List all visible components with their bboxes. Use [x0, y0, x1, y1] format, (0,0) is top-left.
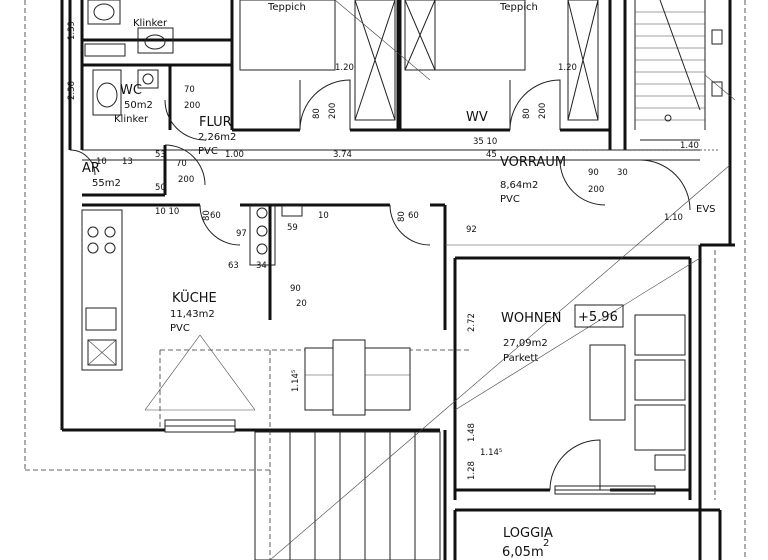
dim-50: 50 [155, 183, 166, 193]
dim-200e: 200 [178, 175, 194, 185]
dim-1-40: 1.40 [680, 141, 699, 151]
dim-13: 13 [122, 157, 133, 167]
dim-1-20a: 1.20 [335, 63, 354, 73]
loggia-name: LOGGIA [503, 526, 553, 541]
dim-10-10: 10 10 [155, 207, 179, 217]
dim-1-00: 1.00 [225, 150, 244, 160]
bad-floor: Klinker [133, 18, 168, 29]
dim-80a: 80 [312, 108, 322, 119]
dim-60a: 60 [210, 211, 221, 221]
dim-70a: 70 [184, 85, 195, 95]
staircase [634, 0, 736, 141]
vorraum-name: VORRAUM [500, 155, 566, 170]
doors [69, 79, 691, 491]
reference-lines [269, 164, 731, 560]
flur-area: 2,26m2 [198, 132, 236, 143]
dim-2-36: 2.36 [67, 81, 77, 100]
wc-area: 50m2 [124, 100, 153, 111]
dim-63: 63 [228, 261, 239, 271]
windows [164, 419, 656, 495]
ar-area: 55m2 [92, 178, 121, 189]
bedroom1-floor: Teppich [267, 2, 306, 13]
wc-floor: Klinker [114, 114, 149, 125]
dim-92: 92 [466, 225, 477, 235]
dim-10b: 10 [318, 211, 329, 221]
wc-name: WC [120, 83, 142, 98]
dim-80e: 80 [397, 211, 407, 222]
beds [239, 0, 526, 81]
balcony-railing [254, 431, 441, 560]
flur-floor: PVC [198, 146, 218, 157]
dim-3-74: 3.74 [333, 150, 352, 160]
dim-1-10: 1.10 [664, 213, 683, 223]
kueche-name: KÜCHE [172, 289, 217, 306]
wohnen-name: WOHNEN [501, 311, 562, 326]
kueche-area: 11,43m2 [170, 309, 215, 320]
dim-60b: 60 [408, 211, 419, 221]
dim-2-72: 2.72 [467, 313, 477, 332]
wohnen-area: 27,09m2 [503, 338, 548, 349]
dim-90b: 90 [290, 284, 301, 294]
dim-200a: 200 [328, 103, 338, 119]
kueche-floor: PVC [170, 323, 190, 334]
dim-1-39: 1.39 [67, 21, 77, 40]
wardrobes [354, 0, 599, 121]
vorraum-floor: PVC [500, 194, 520, 205]
dim-1-14b: 1.14⁵ [480, 448, 502, 458]
dim-10: 10 [96, 157, 107, 167]
dim-1-20b: 1.20 [558, 63, 577, 73]
dim-80d: 80 [202, 210, 212, 221]
dining-table [304, 339, 411, 416]
loggia-area-sup: 2 [543, 538, 549, 549]
dim-53: 53 [155, 150, 166, 160]
dim-20: 20 [296, 299, 307, 309]
wv-label: WV [466, 110, 488, 125]
dim-45: 45 [486, 150, 497, 160]
wohnen-floor: Parkett [503, 353, 538, 364]
vorraum-area: 8,64m2 [500, 180, 538, 191]
evs-label: EVS [696, 204, 716, 215]
ar-name: AR [82, 161, 100, 176]
dim-90a: 90 [588, 168, 599, 178]
dim-70b: 70 [176, 159, 187, 169]
bedroom2-floor: Teppich [499, 2, 538, 13]
hidden-lines [24, 0, 746, 560]
dimension-labels: 1.20 1.20 80 200 80 200 35 10 45 1.00 3.… [67, 21, 699, 480]
dim-59: 59 [287, 223, 298, 233]
dim-200d: 200 [184, 101, 200, 111]
dim-97: 97 [236, 229, 247, 239]
bathroom-fixtures [84, 0, 174, 116]
walls [60, 0, 735, 560]
dim-30: 30 [617, 168, 628, 178]
flur-name: FLUR [199, 115, 232, 130]
dim-35-10: 35 10 [473, 137, 497, 147]
sofa [589, 314, 686, 471]
dim-80b: 80 [522, 108, 532, 119]
kitchen-fixtures [81, 205, 303, 411]
dim-34: 34 [256, 261, 267, 271]
dim-200f: 200 [588, 185, 604, 195]
room-labels: WC 50m2 Klinker Klinker Teppich Teppich … [82, 2, 716, 560]
dim-1-48: 1.48 [467, 423, 477, 442]
dim-200b: 200 [538, 103, 548, 119]
level-marker: +5.96 [578, 310, 618, 325]
loggia-area: 6,05m [502, 545, 544, 560]
dim-1-28: 1.28 [467, 461, 477, 480]
dim-1-14a: 1.14⁵ [291, 370, 301, 392]
level-box [574, 304, 624, 328]
